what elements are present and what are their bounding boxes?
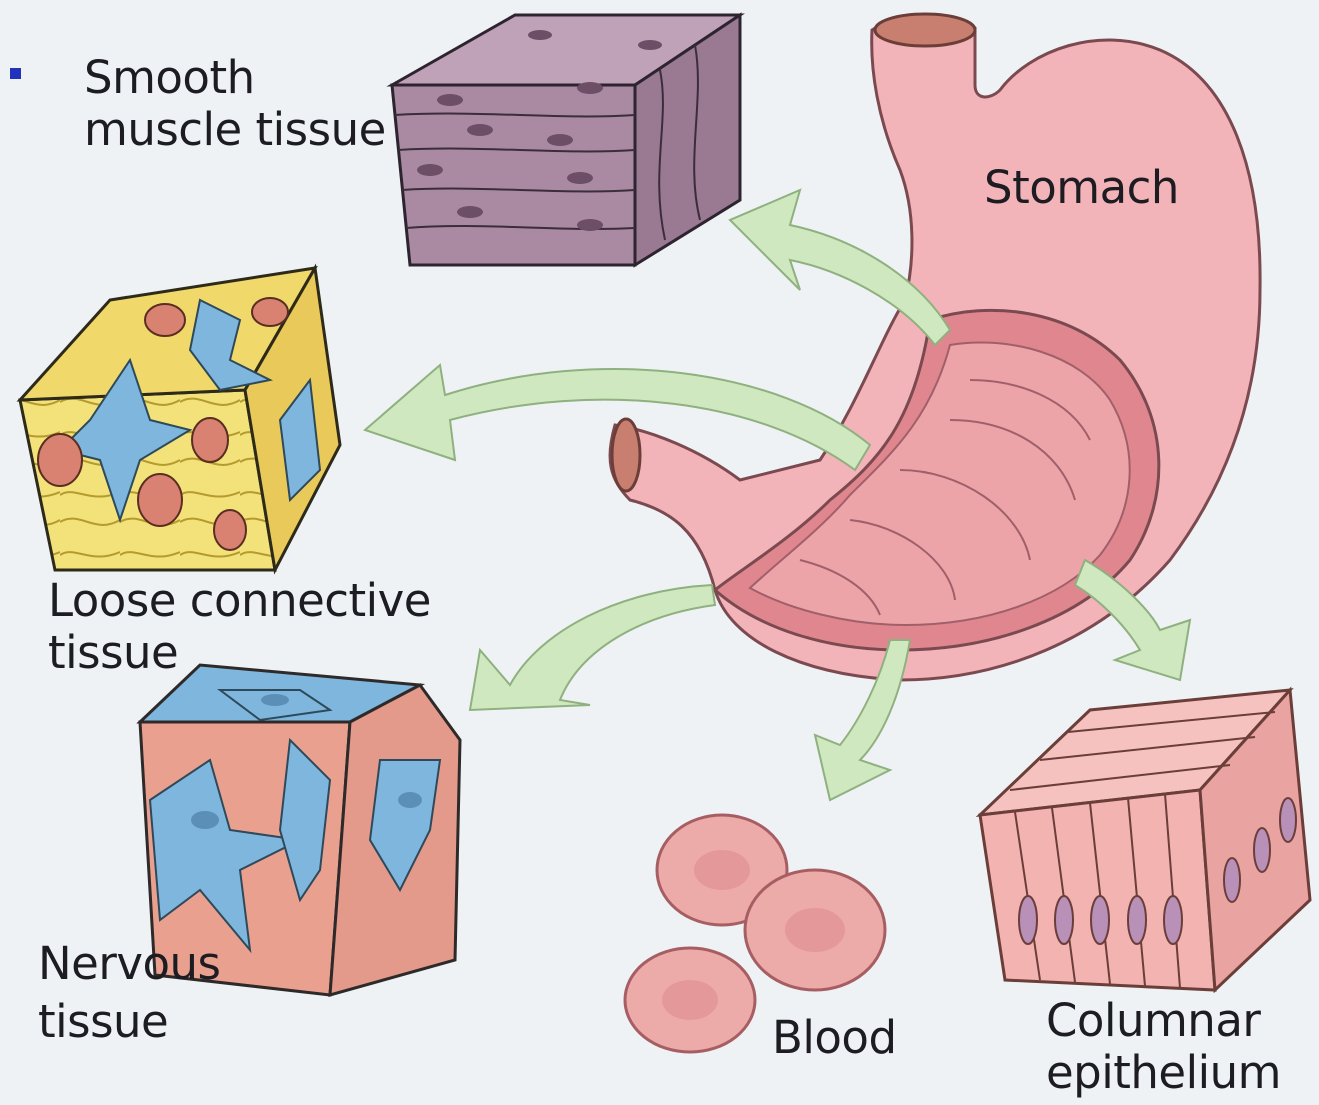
label-blood-line1: Blood bbox=[772, 1012, 897, 1064]
label-smooth-muscle-tissue: Smooth muscle tissue bbox=[84, 52, 386, 156]
label-columnar-epithelium: Columnar epithelium bbox=[1046, 995, 1281, 1099]
label-loose-connective-line2: tissue bbox=[48, 627, 431, 679]
label-nervous-line1: Nervous bbox=[38, 935, 220, 993]
label-columnar-line1: Columnar bbox=[1046, 995, 1281, 1047]
label-loose-connective-tissue: Loose connective tissue bbox=[48, 575, 431, 679]
label-smooth-muscle-line2: muscle tissue bbox=[84, 104, 386, 156]
esophagus-opening bbox=[875, 14, 975, 46]
label-smooth-muscle-line1: Smooth bbox=[84, 52, 386, 104]
label-nervous-line2: tissue bbox=[38, 993, 220, 1051]
columnar-epithelium-block bbox=[980, 690, 1310, 990]
label-loose-connective-line1: Loose connective bbox=[48, 575, 431, 627]
arrow-to-nervous bbox=[470, 585, 715, 710]
duodenum-opening bbox=[612, 419, 640, 491]
label-stomach: Stomach bbox=[984, 162, 1179, 214]
label-nervous-tissue: Nervous tissue bbox=[38, 935, 220, 1051]
smooth-muscle-cube bbox=[392, 15, 740, 265]
loose-connective-cube bbox=[20, 268, 340, 570]
label-columnar-line2: epithelium bbox=[1046, 1047, 1281, 1099]
label-stomach-line1: Stomach bbox=[984, 162, 1179, 214]
label-blood: Blood bbox=[772, 1012, 897, 1064]
